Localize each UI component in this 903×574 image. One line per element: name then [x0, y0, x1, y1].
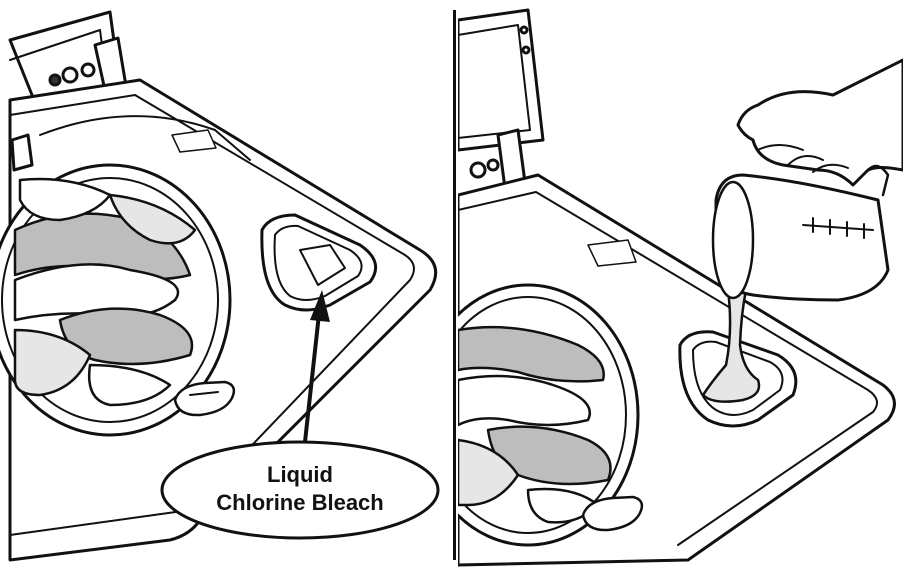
washer-top-illustration	[0, 10, 440, 562]
callout-bubble	[160, 440, 440, 540]
left-illustration-panel: Liquid Chlorine Bleach	[0, 0, 450, 574]
panel-divider	[453, 10, 456, 560]
right-illustration-panel	[458, 0, 903, 574]
callout-line-1: Liquid	[267, 462, 333, 487]
control-button-right	[581, 495, 644, 532]
callout-label: Liquid Chlorine Bleach	[165, 461, 435, 517]
washer-lid-open	[458, 8, 545, 152]
callout-line-2: Chlorine Bleach	[216, 490, 384, 515]
callout-arrow	[301, 290, 330, 461]
measuring-cup	[714, 173, 890, 302]
control-button	[173, 380, 236, 417]
bleach-stream	[701, 288, 761, 403]
pouring-bleach-illustration	[458, 8, 903, 567]
hand-icon	[736, 58, 903, 187]
